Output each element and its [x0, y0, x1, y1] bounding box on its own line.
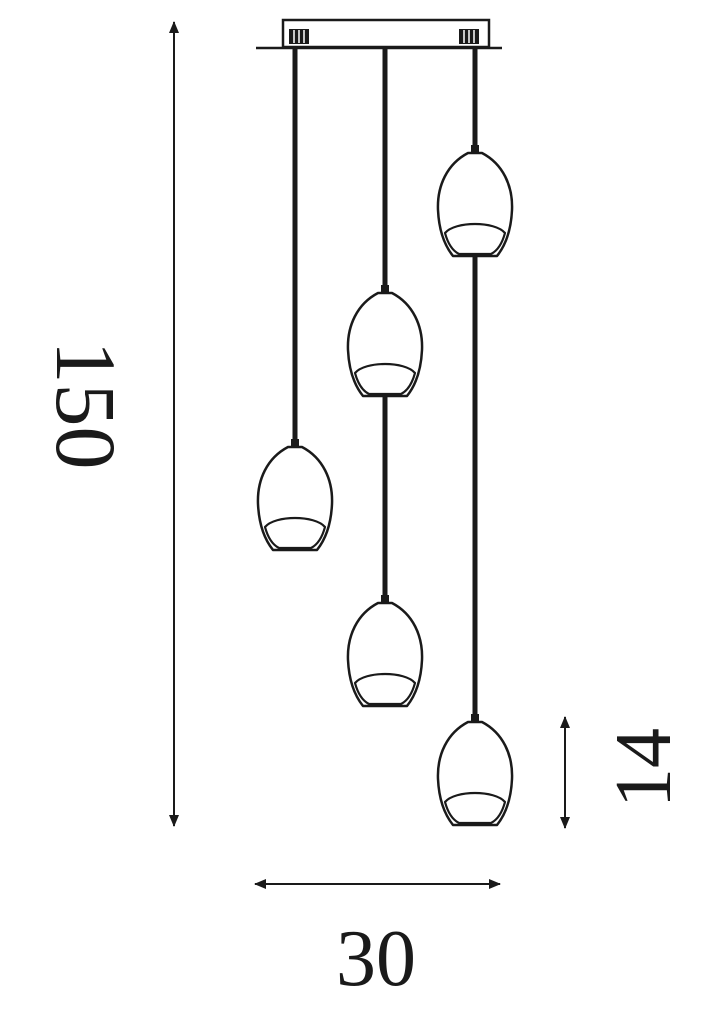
pendant-cap — [381, 285, 389, 294]
pendant-inner-glass — [263, 517, 327, 550]
pendant-cap — [471, 714, 479, 723]
pendant-inner-glass — [353, 363, 417, 396]
shade-height-dimension-label: 14 — [600, 728, 688, 808]
terminal-block-left — [289, 29, 309, 44]
pendant-5 — [436, 714, 514, 827]
pendant-shade-outline — [436, 151, 514, 258]
pendant-inner-glass — [443, 223, 507, 256]
terminal-block-right — [459, 29, 479, 44]
pendant-shade-outline — [346, 601, 424, 708]
pendant-3 — [256, 439, 334, 552]
pendant-shade-outline — [256, 445, 334, 552]
pendant-shade-outline — [346, 291, 424, 398]
pendant-shade-outline — [436, 720, 514, 827]
height-dimension: 150 — [38, 21, 179, 827]
ceiling-canopy — [256, 18, 502, 50]
pendant-inner-glass — [353, 673, 417, 706]
shade-height-dimension: 14 — [560, 716, 688, 829]
pendant-shades — [256, 145, 514, 827]
pendant-inner-glass — [443, 792, 507, 825]
width-dimension: 30 — [254, 879, 501, 1003]
pendant-1 — [436, 145, 514, 258]
width-dimension-label: 30 — [336, 915, 416, 1003]
pendant-4 — [346, 595, 424, 708]
canopy-plate — [281, 18, 491, 49]
pendant-cap — [291, 439, 299, 448]
height-dimension-label: 150 — [38, 341, 134, 470]
pendant-cap — [471, 145, 479, 154]
pendant-2 — [346, 285, 424, 398]
pendant-cap — [381, 595, 389, 604]
